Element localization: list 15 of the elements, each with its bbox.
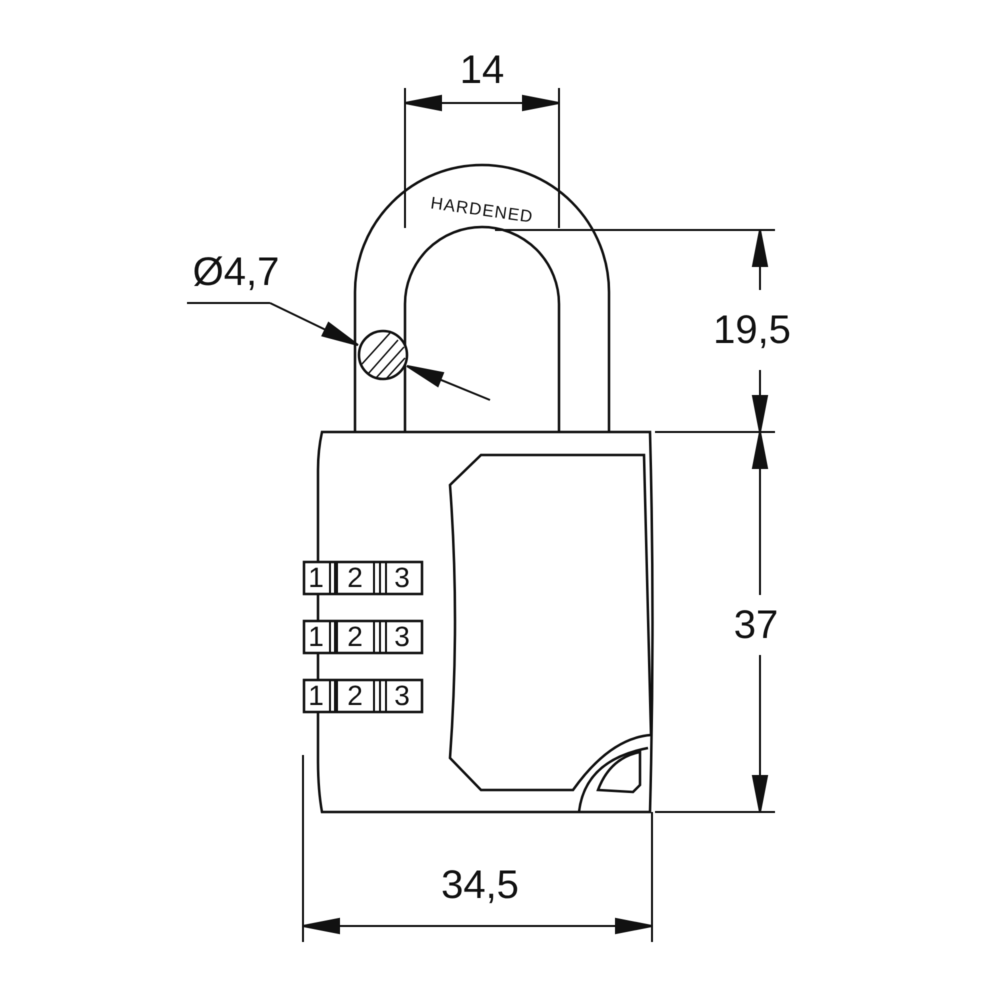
dimension-text: 37 xyxy=(734,605,778,645)
dial-digit: 3 xyxy=(394,623,410,651)
dial-digit: 2 xyxy=(347,682,363,710)
dimension-text: 19,5 xyxy=(713,310,791,350)
dial-digit: 2 xyxy=(347,564,363,592)
dial-digit: 1 xyxy=(308,623,324,651)
dial-digit: 3 xyxy=(394,564,410,592)
dimension-text: Ø4,7 xyxy=(192,252,280,292)
dial-digit: 2 xyxy=(347,623,363,651)
dimension-text: 34,5 xyxy=(441,865,519,905)
dial-digit: 3 xyxy=(394,682,410,710)
dimension-text: 14 xyxy=(460,50,504,90)
dial-digit: 1 xyxy=(308,682,324,710)
engraved-text: HARDENED xyxy=(430,194,534,226)
dial-digit: 1 xyxy=(308,564,324,592)
